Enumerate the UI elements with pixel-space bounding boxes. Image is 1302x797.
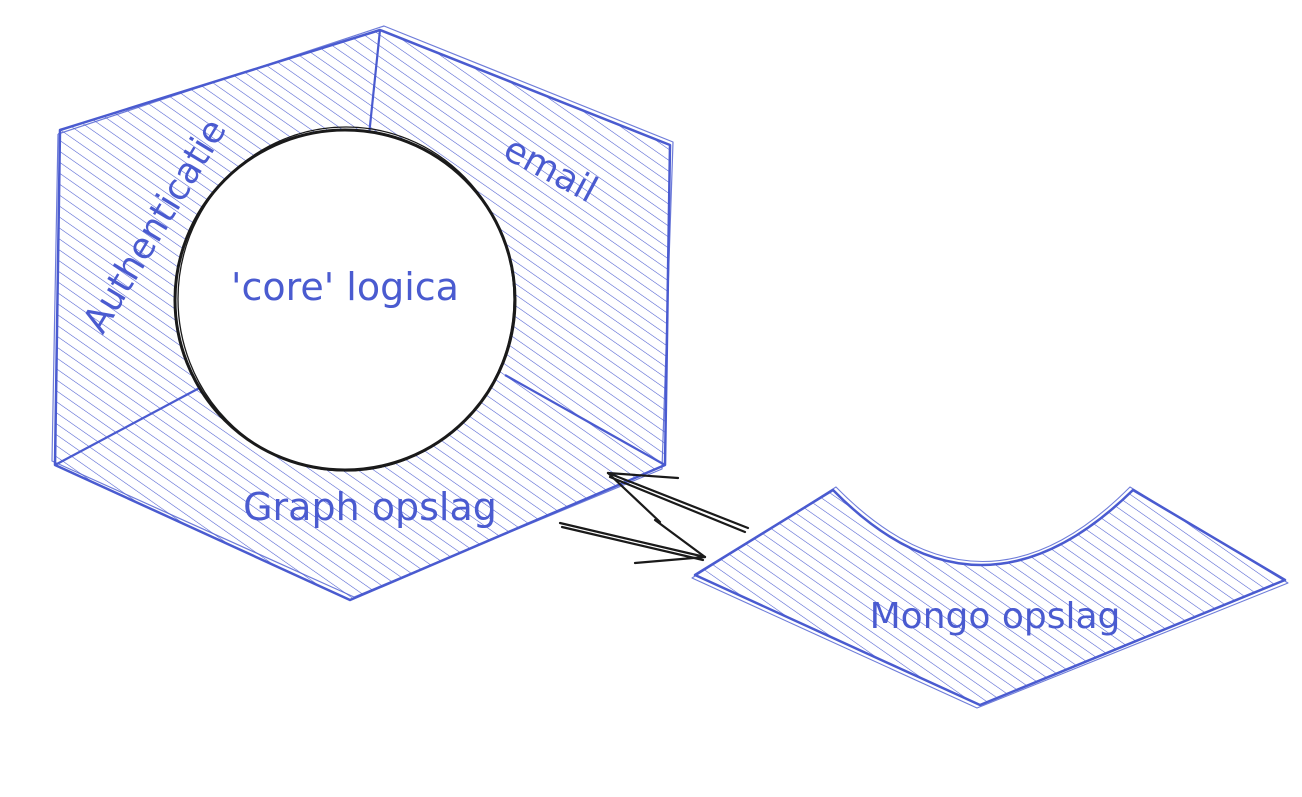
hexagon-outline-sketch xyxy=(51,25,674,598)
core-circle xyxy=(173,126,517,472)
mongo-outline-sketch xyxy=(691,486,1289,709)
divider-bottom-right xyxy=(504,374,666,466)
mongo-shape xyxy=(691,486,1289,709)
divider-bottom-left xyxy=(54,384,206,466)
divider-top xyxy=(366,29,382,146)
mongo-outline xyxy=(693,488,1287,707)
mongo-fill xyxy=(695,490,1285,705)
arrow-to-hexagon xyxy=(606,471,750,534)
core-logic-label: 'core' logica xyxy=(231,265,459,309)
arrow-to-mongo xyxy=(558,518,707,565)
mongo-opslag-label: Mongo opslag xyxy=(870,596,1121,637)
graph-opslag-label: Graph opslag xyxy=(243,485,497,529)
